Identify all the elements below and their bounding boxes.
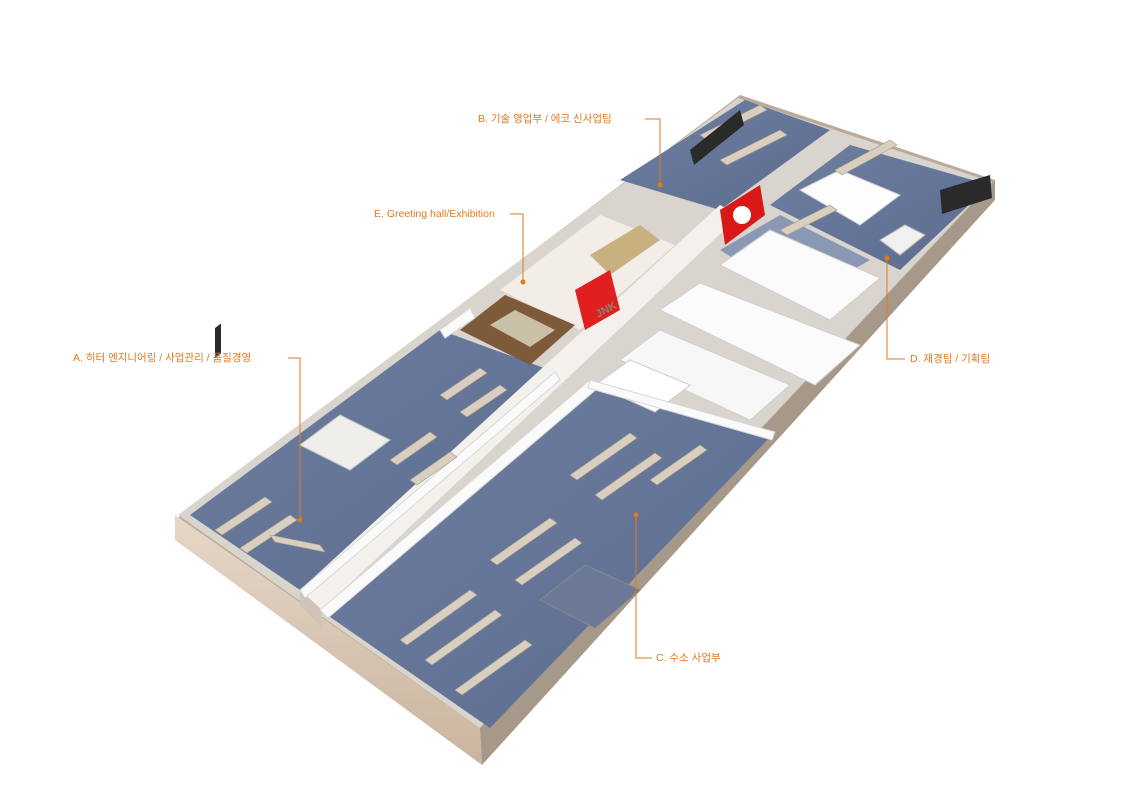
zone-e-label: E. Greeting hall/Exhibition <box>374 208 495 220</box>
callout-markers <box>297 182 890 523</box>
callout-line-c <box>635 515 652 659</box>
private-offices <box>299 224 926 629</box>
zone-d-label: D. 재경팀 / 기획팀 <box>910 353 991 365</box>
interior-walls <box>299 307 776 619</box>
workstation-desks <box>214 104 898 696</box>
callout-lines <box>288 118 905 659</box>
carpet-zone-c <box>320 380 775 728</box>
partition-rooms <box>594 169 901 421</box>
callout-line-a <box>288 357 301 520</box>
windows <box>215 110 992 358</box>
zone-c-label: C. 수소 사업부 <box>656 652 721 664</box>
greeting-hall: JNK <box>500 185 765 330</box>
callout-line-e <box>510 213 524 282</box>
zone-b-label: B. 기술 영업부 / 에코 신사업팀 <box>478 113 612 125</box>
meeting-room <box>460 295 575 365</box>
callout-line-b <box>645 118 661 185</box>
zone-a-label: A. 히터 엔지니어링 / 사업관리 / 품질경영 <box>73 352 252 364</box>
carpet-zone-b <box>620 100 830 210</box>
callout-line-d <box>886 258 905 360</box>
